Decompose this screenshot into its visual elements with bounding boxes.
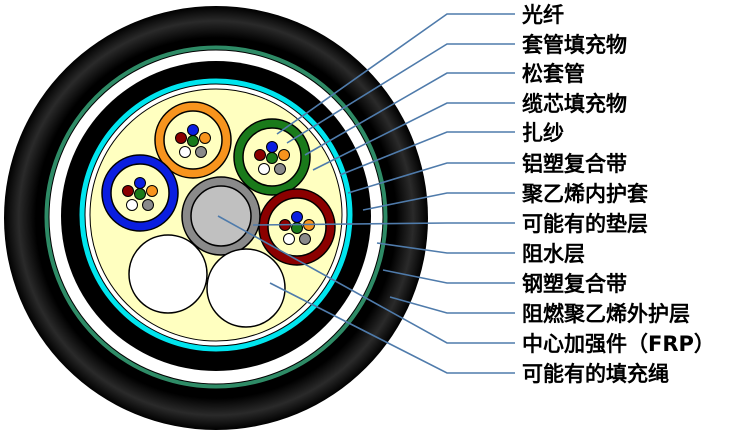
optical-fiber xyxy=(134,188,146,200)
optical-fiber xyxy=(266,141,278,153)
optical-fiber xyxy=(122,185,134,197)
leader-line xyxy=(217,215,515,344)
leader-line xyxy=(269,282,515,374)
optical-fiber xyxy=(283,233,295,245)
leader-line xyxy=(286,43,515,144)
labels: 光纤 套管填充物 松套管 缆芯填充物 扎纱 铝塑复合带 聚乙烯内护套 可能有的垫… xyxy=(521,3,715,386)
optical-fiber xyxy=(142,199,154,211)
optical-fiber xyxy=(254,149,266,161)
filler-rope xyxy=(206,248,286,328)
leader-line xyxy=(276,13,515,135)
label-central-member: 中心加强件（FRP） xyxy=(522,332,715,356)
optical-fiber xyxy=(199,132,211,144)
optical-fiber xyxy=(195,146,207,158)
label-aluminum-tape: 铝塑复合带 xyxy=(522,152,627,176)
optical-fiber xyxy=(266,152,278,164)
leader-lines xyxy=(217,13,515,374)
label-optional-bedding: 可能有的垫层 xyxy=(522,212,648,236)
optical-fiber xyxy=(187,135,199,147)
label-tube-filler: 套管填充物 xyxy=(522,33,627,57)
label-pe-inner-sheath: 聚乙烯内护套 xyxy=(521,182,648,206)
leader-line xyxy=(376,242,515,254)
filler-rope xyxy=(128,234,208,314)
label-fr-pe-outer-sheath: 阻燃聚乙烯外护层 xyxy=(522,302,690,326)
leader-line xyxy=(382,269,515,284)
optical-fiber xyxy=(187,124,199,136)
label-fiber: 光纤 xyxy=(521,3,564,27)
optical-fiber xyxy=(179,146,191,158)
label-steel-tape: 钢塑复合带 xyxy=(522,272,627,296)
optical-fiber xyxy=(134,177,146,189)
optical-fiber xyxy=(299,233,311,245)
cable xyxy=(4,6,428,430)
optical-fiber xyxy=(278,149,290,161)
label-core-filler: 缆芯填充物 xyxy=(522,92,627,116)
leader-line xyxy=(362,192,515,211)
leader-line xyxy=(304,72,515,156)
leader-line xyxy=(389,296,515,314)
label-optional-filler-rope: 可能有的填充绳 xyxy=(522,362,669,386)
optical-fiber xyxy=(291,211,303,223)
leader-line xyxy=(347,162,515,194)
optical-fiber xyxy=(258,163,270,175)
leader-line xyxy=(312,102,515,171)
leader-line xyxy=(339,131,515,176)
optical-fiber xyxy=(175,132,187,144)
optical-fiber xyxy=(146,185,158,197)
central-member xyxy=(181,176,261,256)
optical-fiber xyxy=(274,163,286,175)
label-water-blocking: 阻水层 xyxy=(522,242,585,266)
loose-tube xyxy=(233,118,311,196)
loose-tube xyxy=(101,154,179,232)
loose-tube xyxy=(154,101,232,179)
optical-fiber xyxy=(126,199,138,211)
loose-tube xyxy=(258,188,336,266)
label-binder-yarn: 扎纱 xyxy=(522,121,564,145)
label-loose-tube: 松套管 xyxy=(522,62,585,86)
leader-line xyxy=(252,222,515,226)
